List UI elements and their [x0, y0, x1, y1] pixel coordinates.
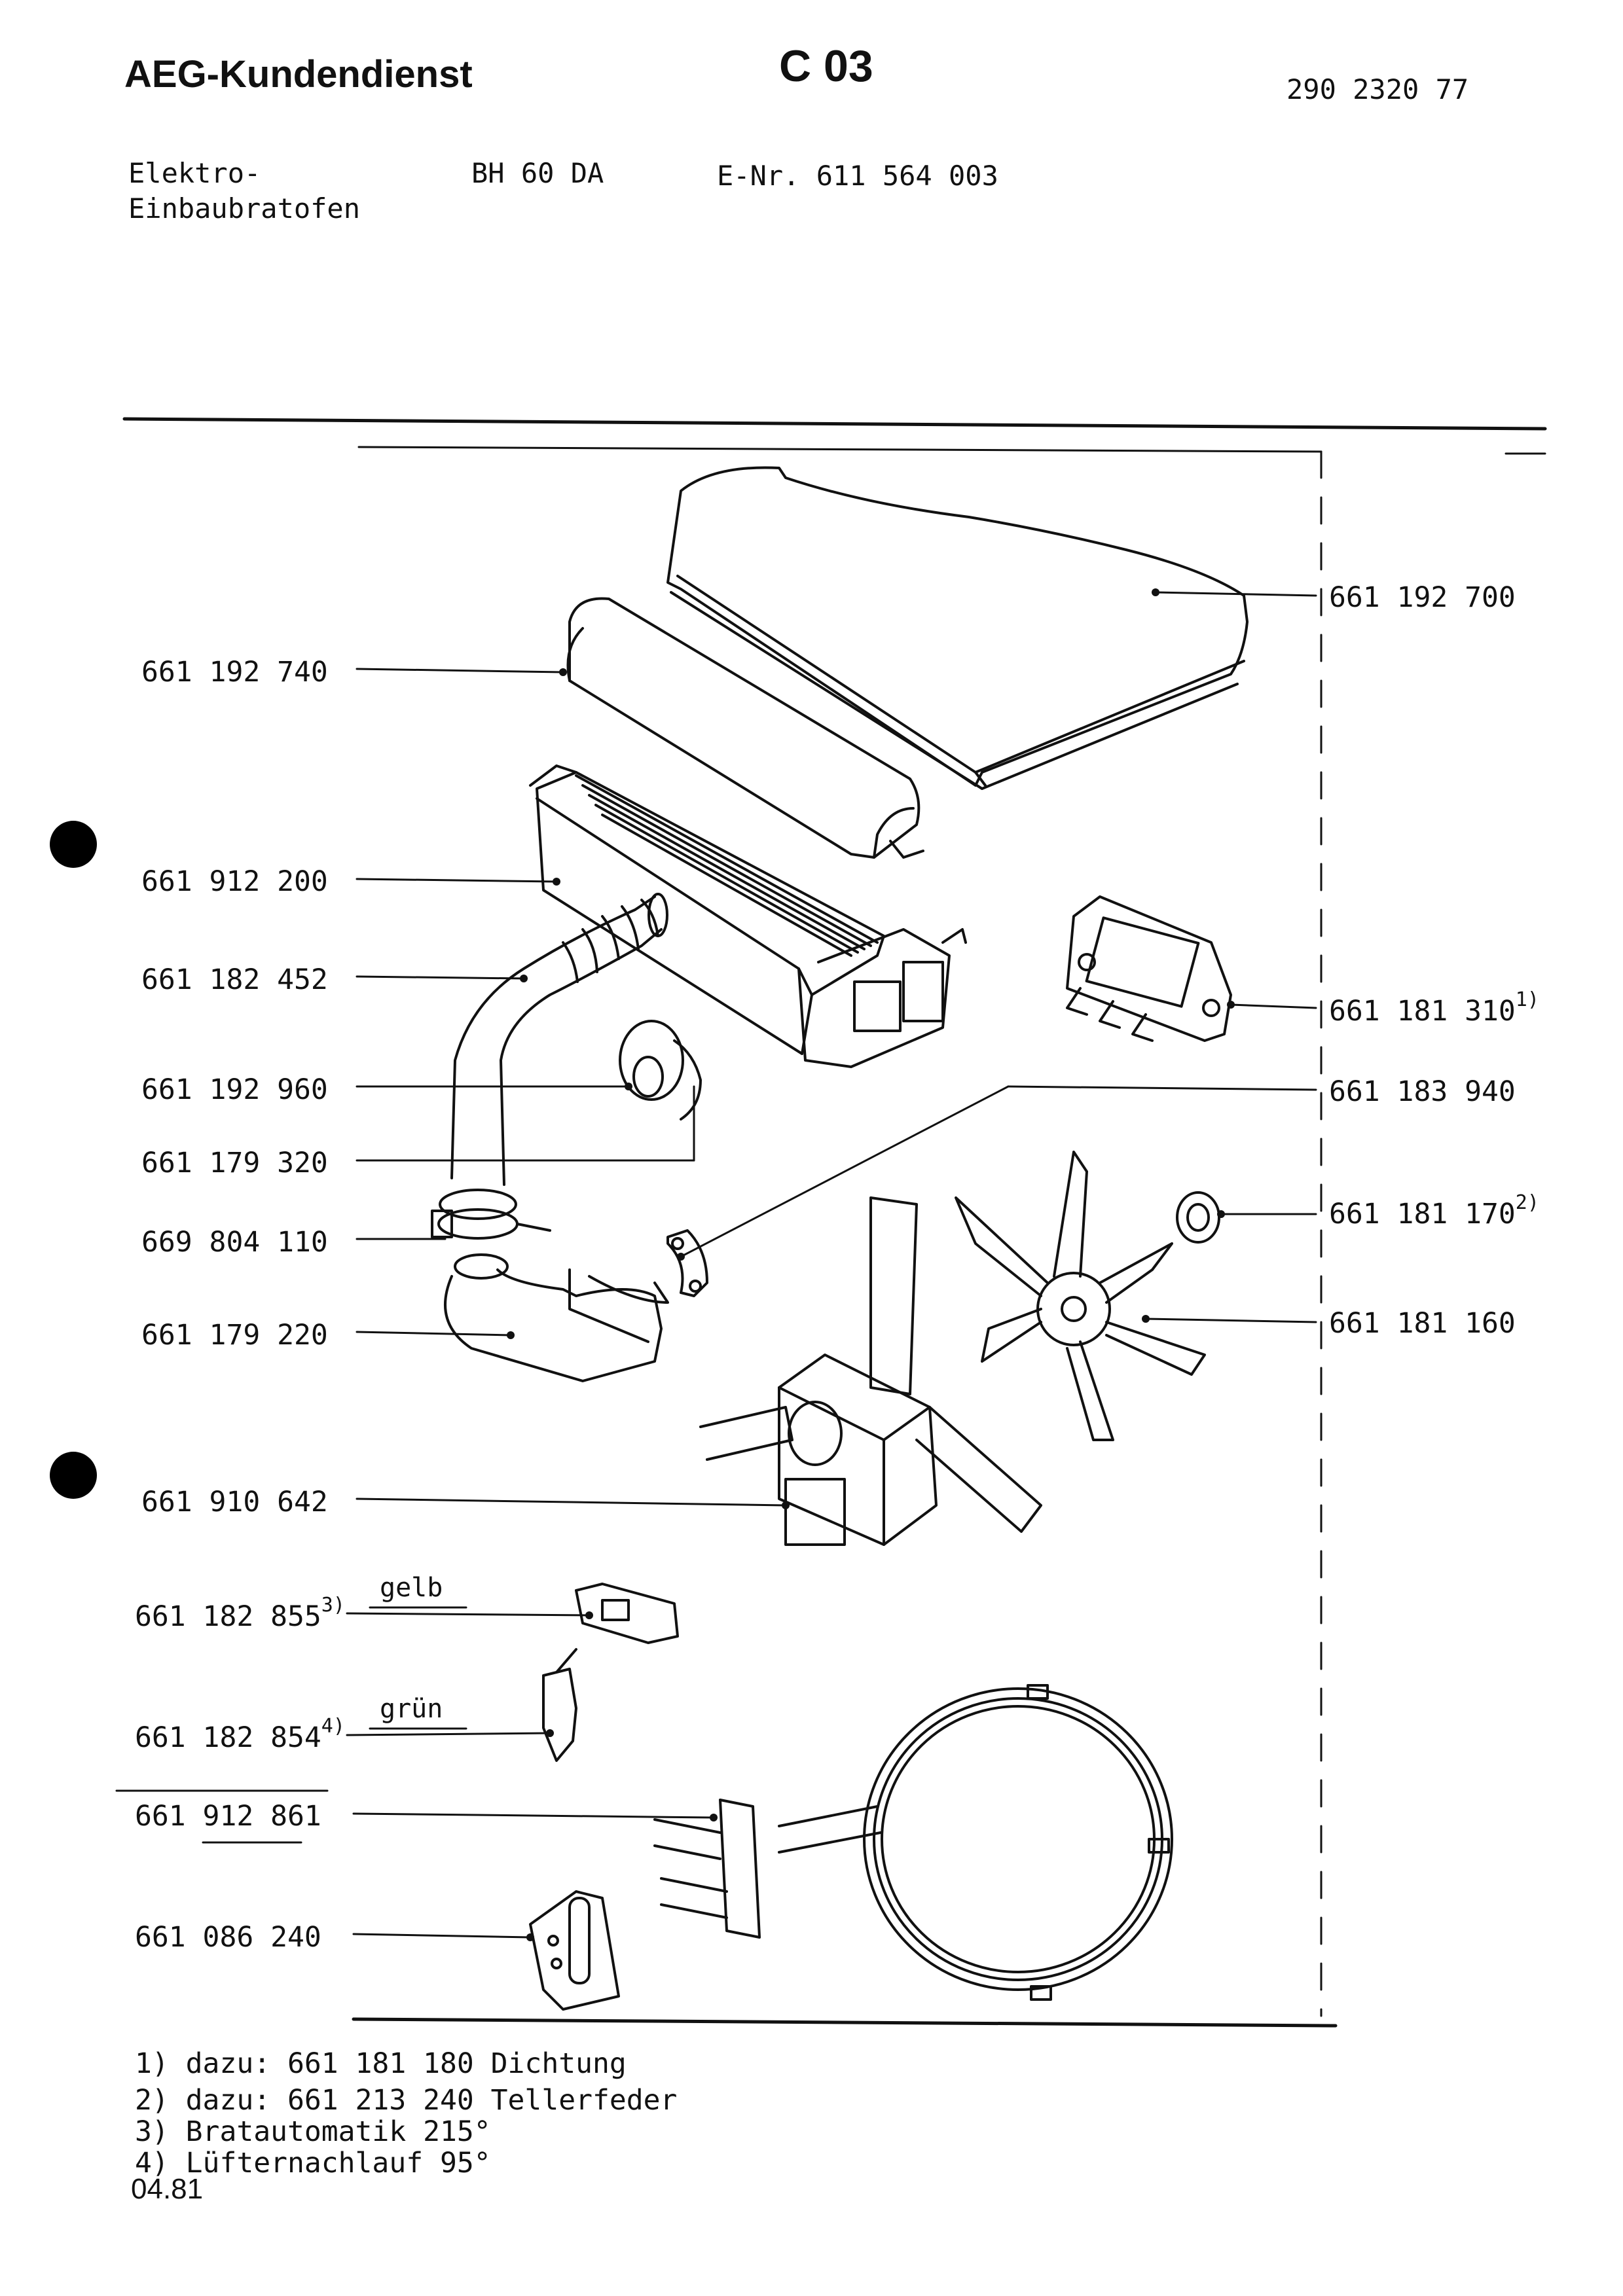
footnote-4: 4) Lüfternachlauf 95°	[135, 2147, 491, 2179]
connector-yellow	[575, 1583, 679, 1644]
part-number-left: 661 182 8544)	[135, 1715, 345, 1754]
part-number-right: 661 181 160	[1329, 1307, 1516, 1340]
footnote-ref: 1)	[1515, 988, 1539, 1011]
part-number-right: 661 183 940	[1329, 1075, 1516, 1108]
footnote-ref: 4)	[321, 1715, 345, 1738]
color-label-green: grün	[380, 1694, 443, 1724]
footnote-1: 1) dazu: 661 181 180 Dichtung	[135, 2047, 627, 2080]
part-number-left: 661 192 740	[141, 656, 328, 689]
part-number-left: 661 179 320	[141, 1147, 328, 1179]
footnote-2: 2) dazu: 661 213 240 Tellerfeder	[135, 2084, 678, 2117]
fan-nut	[1176, 1191, 1220, 1244]
e-number: E-Nr. 611 564 003	[717, 160, 998, 192]
part-number-left: 661 910 642	[141, 1486, 328, 1518]
color-label-yellow: gelb	[380, 1573, 443, 1603]
footnote-ref: 2)	[1515, 1191, 1539, 1214]
hose-clamp	[431, 1189, 551, 1240]
footnote-3: 3) Bratautomatik 215°	[135, 2115, 491, 2148]
footnote-ref: 3)	[321, 1594, 345, 1617]
air-duct-pipe	[450, 893, 668, 1186]
part-number-left: 661 182 452	[141, 963, 328, 996]
leader-lines	[115, 591, 1317, 1939]
mounting-plate	[529, 1890, 620, 2011]
fan-motor	[778, 1354, 938, 1546]
heating-element-housing	[529, 764, 967, 1068]
pipe-flange	[619, 1020, 702, 1121]
part-number-right: 661 181 3101)	[1329, 988, 1539, 1028]
brand-title: AEG-Kundendienst	[124, 53, 473, 96]
product-type-line2: Einbaubratofen	[128, 192, 361, 224]
connector-green	[542, 1648, 577, 1762]
heater-cover-channel	[566, 597, 924, 859]
product-type-line1: Elektro-	[128, 157, 261, 189]
punch-hole-mark	[50, 1452, 97, 1499]
part-number-left: 669 804 110	[141, 1226, 328, 1259]
small-bracket	[666, 1229, 708, 1297]
part-number-right: 661 192 700	[1329, 581, 1516, 614]
elbow-pipe	[444, 1253, 669, 1382]
punch-hole-mark	[50, 821, 97, 868]
part-number-left: 661 912 200	[141, 865, 328, 898]
part-number-left: 661 182 8553)	[135, 1594, 345, 1633]
motor-bracket-rails	[699, 1196, 1042, 1533]
ring-heating-element	[653, 1684, 1173, 2001]
part-number-left: 661 179 220	[141, 1319, 328, 1352]
part-number-left: 661 912 861	[135, 1800, 321, 1833]
fan-impeller	[955, 1151, 1206, 1441]
page-code: C 03	[779, 41, 873, 91]
rear-cover-panel	[666, 466, 1249, 790]
part-number-left: 661 086 240	[135, 1921, 321, 1954]
document-number: 290 2320 77	[1286, 73, 1469, 105]
model-designation: BH 60 DA	[471, 157, 604, 189]
part-number-right: 661 181 1702)	[1329, 1191, 1539, 1230]
thermostat-switch	[1066, 895, 1232, 1042]
issue-date: 04.81	[131, 2173, 204, 2205]
part-number-left: 661 192 960	[141, 1073, 328, 1106]
